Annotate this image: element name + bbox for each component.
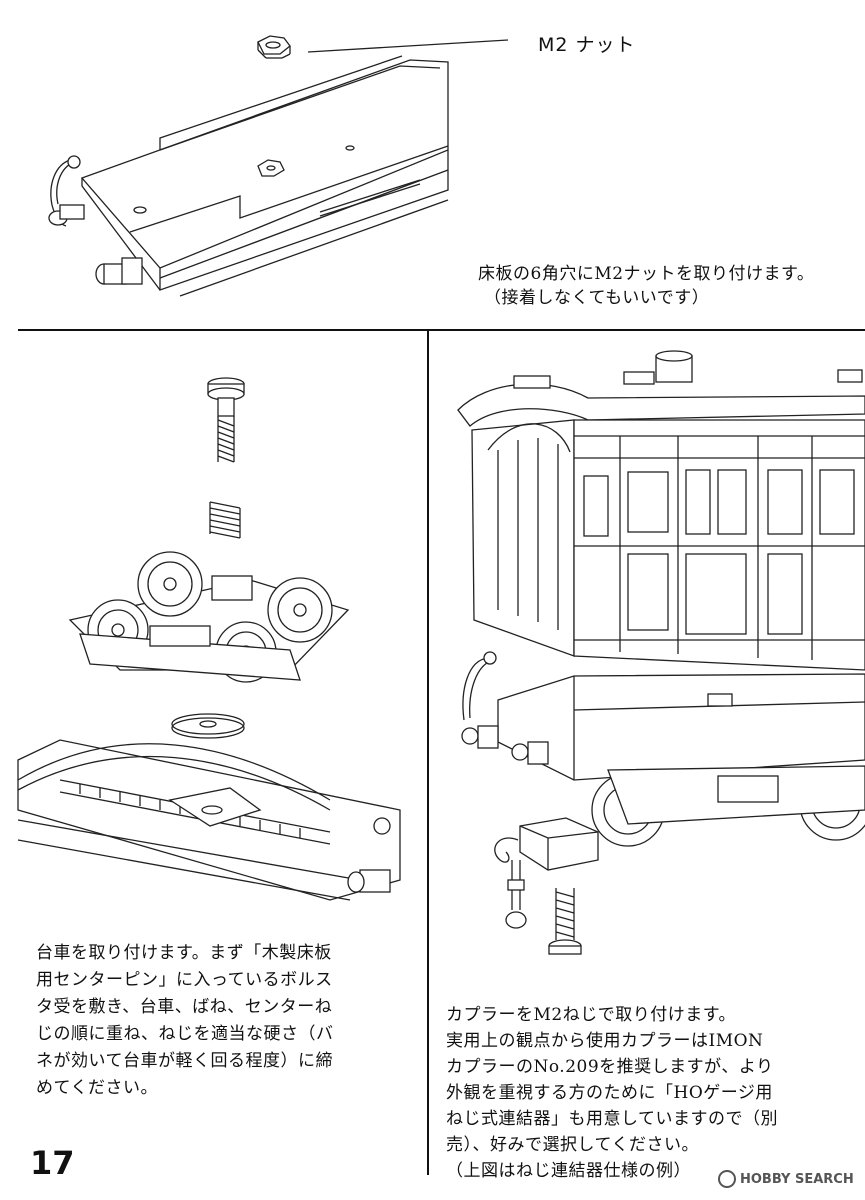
floor-plate [80,55,449,297]
coupler-hook-icon [48,155,85,227]
center-screw-icon [207,377,245,463]
car-roof [457,350,865,427]
watermark: HOBBY SEARCH [718,1170,854,1188]
car-body [471,419,865,671]
left-caption: 台車を取り付けます。まず「木製床板 用センターピン」に入っているボルス タ受を敷… [36,943,334,1098]
top-caption-line2: （接着しなくてもいいです） [484,288,710,308]
screw-coupler-icon [494,817,599,929]
underframe-nut-illustration [48,35,509,297]
m2-nut-icon [257,35,291,59]
bogie-assembly-illustration [17,377,401,901]
right-caption: カプラーをM2ねじで取り付けます。 実用上の観点から使用カプラーはIMON カプ… [446,1005,778,1181]
car-underframe [461,651,865,781]
page-number: 17 [30,1144,75,1182]
m2-screw-icon [548,888,582,955]
buffer-icon [95,257,143,285]
watermark-logo-icon [718,1170,736,1188]
watermark-text: HOBBY SEARCH [740,1171,854,1187]
car-coupler-illustration [457,350,865,955]
top-caption: 床板の6角穴にM2ナットを取り付けます。 （接着しなくてもいいです） [478,262,814,310]
nut-label: M2 ナット [538,34,636,56]
car-bogie [591,765,865,847]
spring-icon [209,501,241,539]
bogie-icon [68,551,350,683]
wheel-icon [137,551,203,617]
nut-leader-line [307,39,509,53]
wheel-icon [267,577,333,643]
bolster-washer-icon [171,713,245,739]
underframe-section [17,739,401,901]
top-caption-line1: 床板の6角穴にM2ナットを取り付けます。 [478,264,815,284]
